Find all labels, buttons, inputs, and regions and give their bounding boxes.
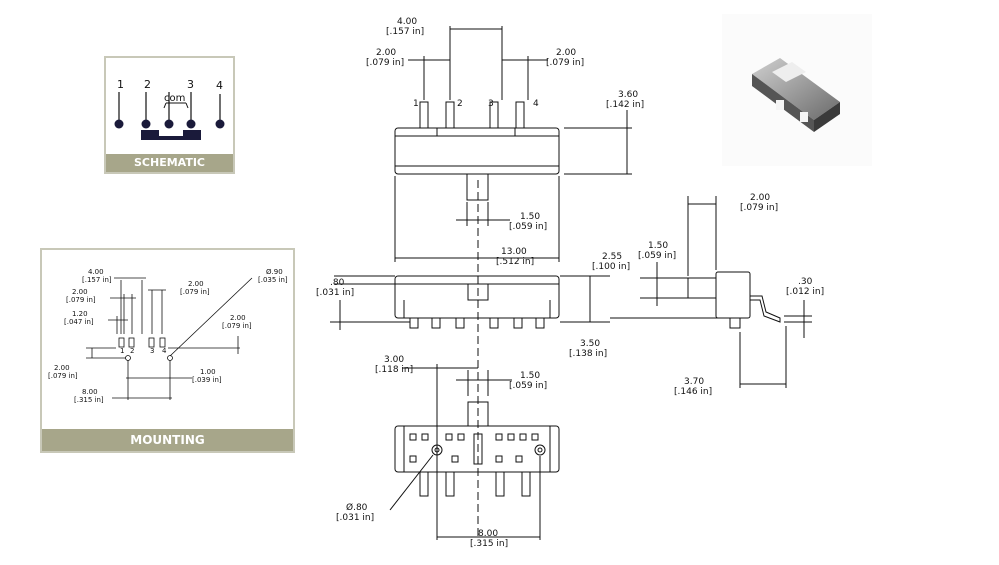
mount-hole-right [167, 355, 173, 361]
front-dim-079-r: [.079 in] [546, 58, 584, 68]
front-view [394, 101, 560, 201]
mounting-footprint-diagram: 4.00 [.157 in] 2.00 [.079 in] 2.00 [.079… [48, 268, 288, 404]
dim-2-00-c: 2.00 [230, 314, 246, 322]
side-dim-100: [.100 in] [592, 262, 630, 272]
front-pin-4: 4 [533, 99, 539, 109]
end-dim-3-70: 3.70 [684, 377, 704, 387]
front-pin-2: 2 [457, 99, 463, 109]
bottom-dim-118: [.118 in] [375, 365, 413, 375]
front-dim-079-l: [.079 in] [366, 58, 404, 68]
dim-157-in: [.157 in] [82, 276, 112, 284]
front-dim-1-50: 1.50 [520, 212, 540, 222]
dim-hole-dia: Ø.90 [266, 268, 283, 276]
pad-label-3: 3 [150, 347, 154, 355]
front-pin-1: 1 [413, 99, 419, 109]
dim-2-00-a: 2.00 [72, 288, 88, 296]
front-dim-142: [.142 in] [606, 100, 644, 110]
pin-label-4: 4 [216, 79, 223, 92]
dim-079-in-a: [.079 in] [66, 296, 96, 304]
front-dim-512: [.512 in] [496, 257, 534, 267]
bottom-dim-031: [.031 in] [336, 513, 374, 523]
front-dim-4-00: 4.00 [397, 17, 417, 27]
end-dim-012: [.012 in] [786, 287, 824, 297]
front-dim-2-00-l: 2.00 [376, 48, 396, 58]
front-dim-157: [.157 in] [386, 27, 424, 37]
dim-039-in: [.039 in] [192, 376, 222, 384]
dim-079-in-d: [.079 in] [48, 372, 78, 380]
front-pin-3: 3 [488, 99, 494, 109]
pad-2 [128, 337, 135, 348]
dim-079-in-c: [.079 in] [222, 322, 252, 330]
pin-label-2: 2 [144, 78, 151, 91]
pad-label-1: 1 [120, 347, 124, 355]
dim-4-00: 4.00 [88, 268, 104, 276]
side-dim-80: .80 [330, 278, 345, 288]
dim-035-in: [.035 in] [258, 276, 288, 284]
mounting-title: MOUNTING [42, 429, 293, 451]
dim-315-in: [.315 in] [74, 396, 104, 404]
pad-3 [148, 337, 155, 348]
front-dim-2-00-r: 2.00 [556, 48, 576, 58]
pad-label-4: 4 [162, 347, 167, 355]
end-dim-059: [.059 in] [638, 251, 676, 261]
product-photo [722, 14, 872, 166]
pin-label-3: 3 [187, 78, 194, 91]
dim-1-20: 1.20 [72, 310, 88, 318]
dim-079-in-b: [.079 in] [180, 288, 210, 296]
pad-1 [118, 337, 125, 348]
schematic-panel: 1 2 3 4 com SCHEMATIC [104, 56, 235, 174]
bottom-dim-315: [.315 in] [470, 539, 508, 549]
dim-2-00-d: 2.00 [54, 364, 70, 372]
bottom-dim-8-00: 8.00 [478, 529, 498, 539]
side-dim-138: [.138 in] [569, 349, 607, 359]
side-view [394, 275, 560, 329]
com-label: com [164, 93, 185, 104]
end-dim-30: .30 [798, 277, 813, 287]
front-dim-3-60: 3.60 [618, 90, 638, 100]
pin-label-1: 1 [117, 78, 124, 91]
end-view [687, 271, 781, 329]
end-dim-079: [.079 in] [740, 203, 778, 213]
front-dim-059: [.059 in] [509, 222, 547, 232]
bottom-dim-059: [.059 in] [509, 381, 547, 391]
mount-hole-left [125, 355, 131, 361]
schematic-diagram: 1 2 3 4 com [114, 78, 225, 140]
side-dim-2-55: 2.55 [602, 252, 622, 262]
dim-047-in: [.047 in] [64, 318, 94, 326]
end-dim-2-00: 2.00 [750, 193, 770, 203]
side-dim-031: [.031 in] [316, 288, 354, 298]
bottom-dim-1-50: 1.50 [520, 371, 540, 381]
pad-label-2: 2 [130, 347, 134, 355]
bottom-dim-3-00: 3.00 [384, 355, 404, 365]
bottom-dim-peg: Ø.80 [346, 502, 368, 513]
side-dim-3-50: 3.50 [580, 339, 600, 349]
pad-4 [159, 337, 166, 348]
dim-8-00: 8.00 [82, 388, 98, 396]
end-dim-1-50: 1.50 [648, 241, 668, 251]
schematic-title: SCHEMATIC [106, 154, 233, 172]
bottom-view [394, 401, 560, 497]
mounting-panel: 4.00 [.157 in] 2.00 [.079 in] 2.00 [.079… [40, 248, 295, 453]
end-dim-146: [.146 in] [674, 387, 712, 397]
dim-2-00-b: 2.00 [188, 280, 204, 288]
switch-slider-symbol [141, 130, 201, 140]
dim-1-00: 1.00 [200, 368, 216, 376]
front-dim-13-00: 13.00 [501, 247, 527, 257]
